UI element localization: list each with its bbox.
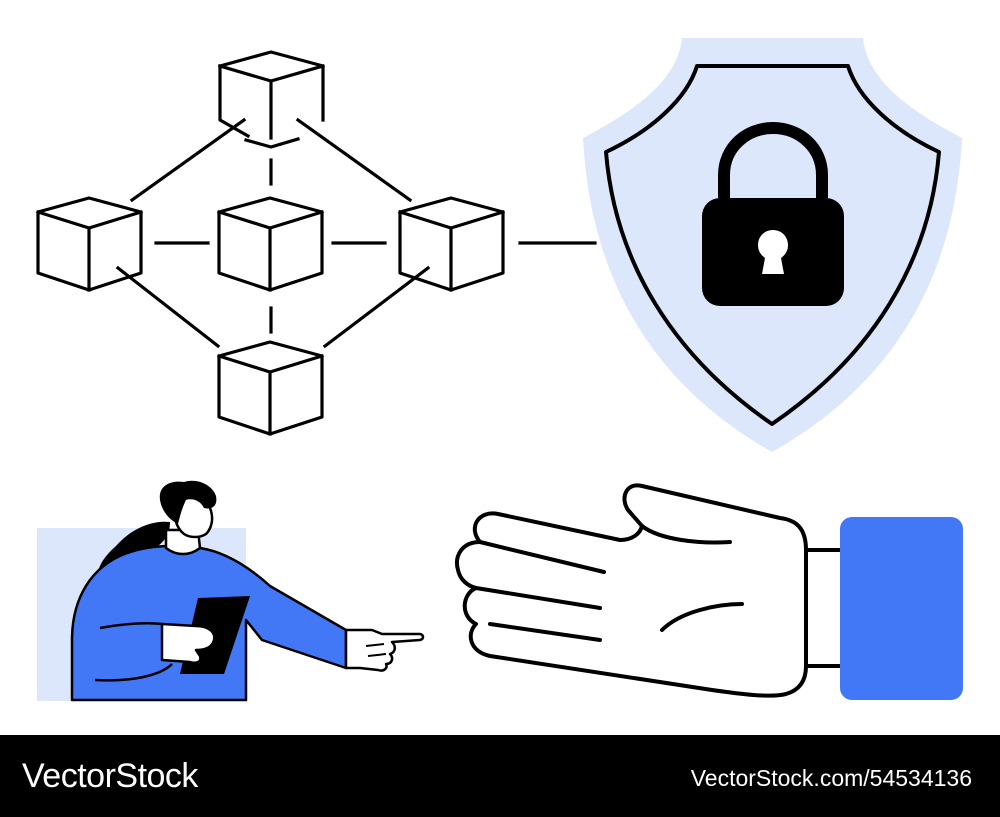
- block-cube-left: [35, 196, 143, 292]
- hand-outline: [455, 483, 808, 698]
- illustration-artwork: [35, 38, 963, 702]
- image-id-text: VectorStock.com/54534136: [690, 765, 972, 791]
- person-sleeve-line: [94, 663, 173, 682]
- vectorstock-logo[interactable]: VectorStock: [22, 757, 198, 795]
- block-cube-center: [216, 196, 324, 292]
- pointing-hand-finger-lines: [365, 643, 387, 657]
- blockchain-network-icon: [35, 50, 597, 436]
- block-cube-right: [397, 196, 505, 292]
- block-cube-top: [218, 50, 325, 149]
- padlock-icon: [702, 121, 844, 306]
- blockchain-connections: [115, 117, 597, 349]
- padlock-shackle: [718, 121, 828, 198]
- open-hand-icon: [455, 483, 963, 700]
- person-with-tablet: [37, 480, 425, 702]
- block-cube-bottom: [216, 340, 324, 436]
- person-left-hand: [160, 622, 216, 664]
- hand-cuff: [840, 517, 963, 700]
- shield-icon: [583, 38, 962, 452]
- watermark-footer: VectorStock VectorStock.com/54534136: [0, 735, 1000, 817]
- hand-wrist-lines: [806, 548, 840, 668]
- person-hair: [159, 480, 217, 524]
- shield-outline: [604, 64, 941, 426]
- hand-finger-lines: [474, 524, 744, 642]
- person-arm-line: [99, 621, 163, 630]
- keyhole-icon: [758, 230, 788, 274]
- pointing-hand: [344, 628, 425, 672]
